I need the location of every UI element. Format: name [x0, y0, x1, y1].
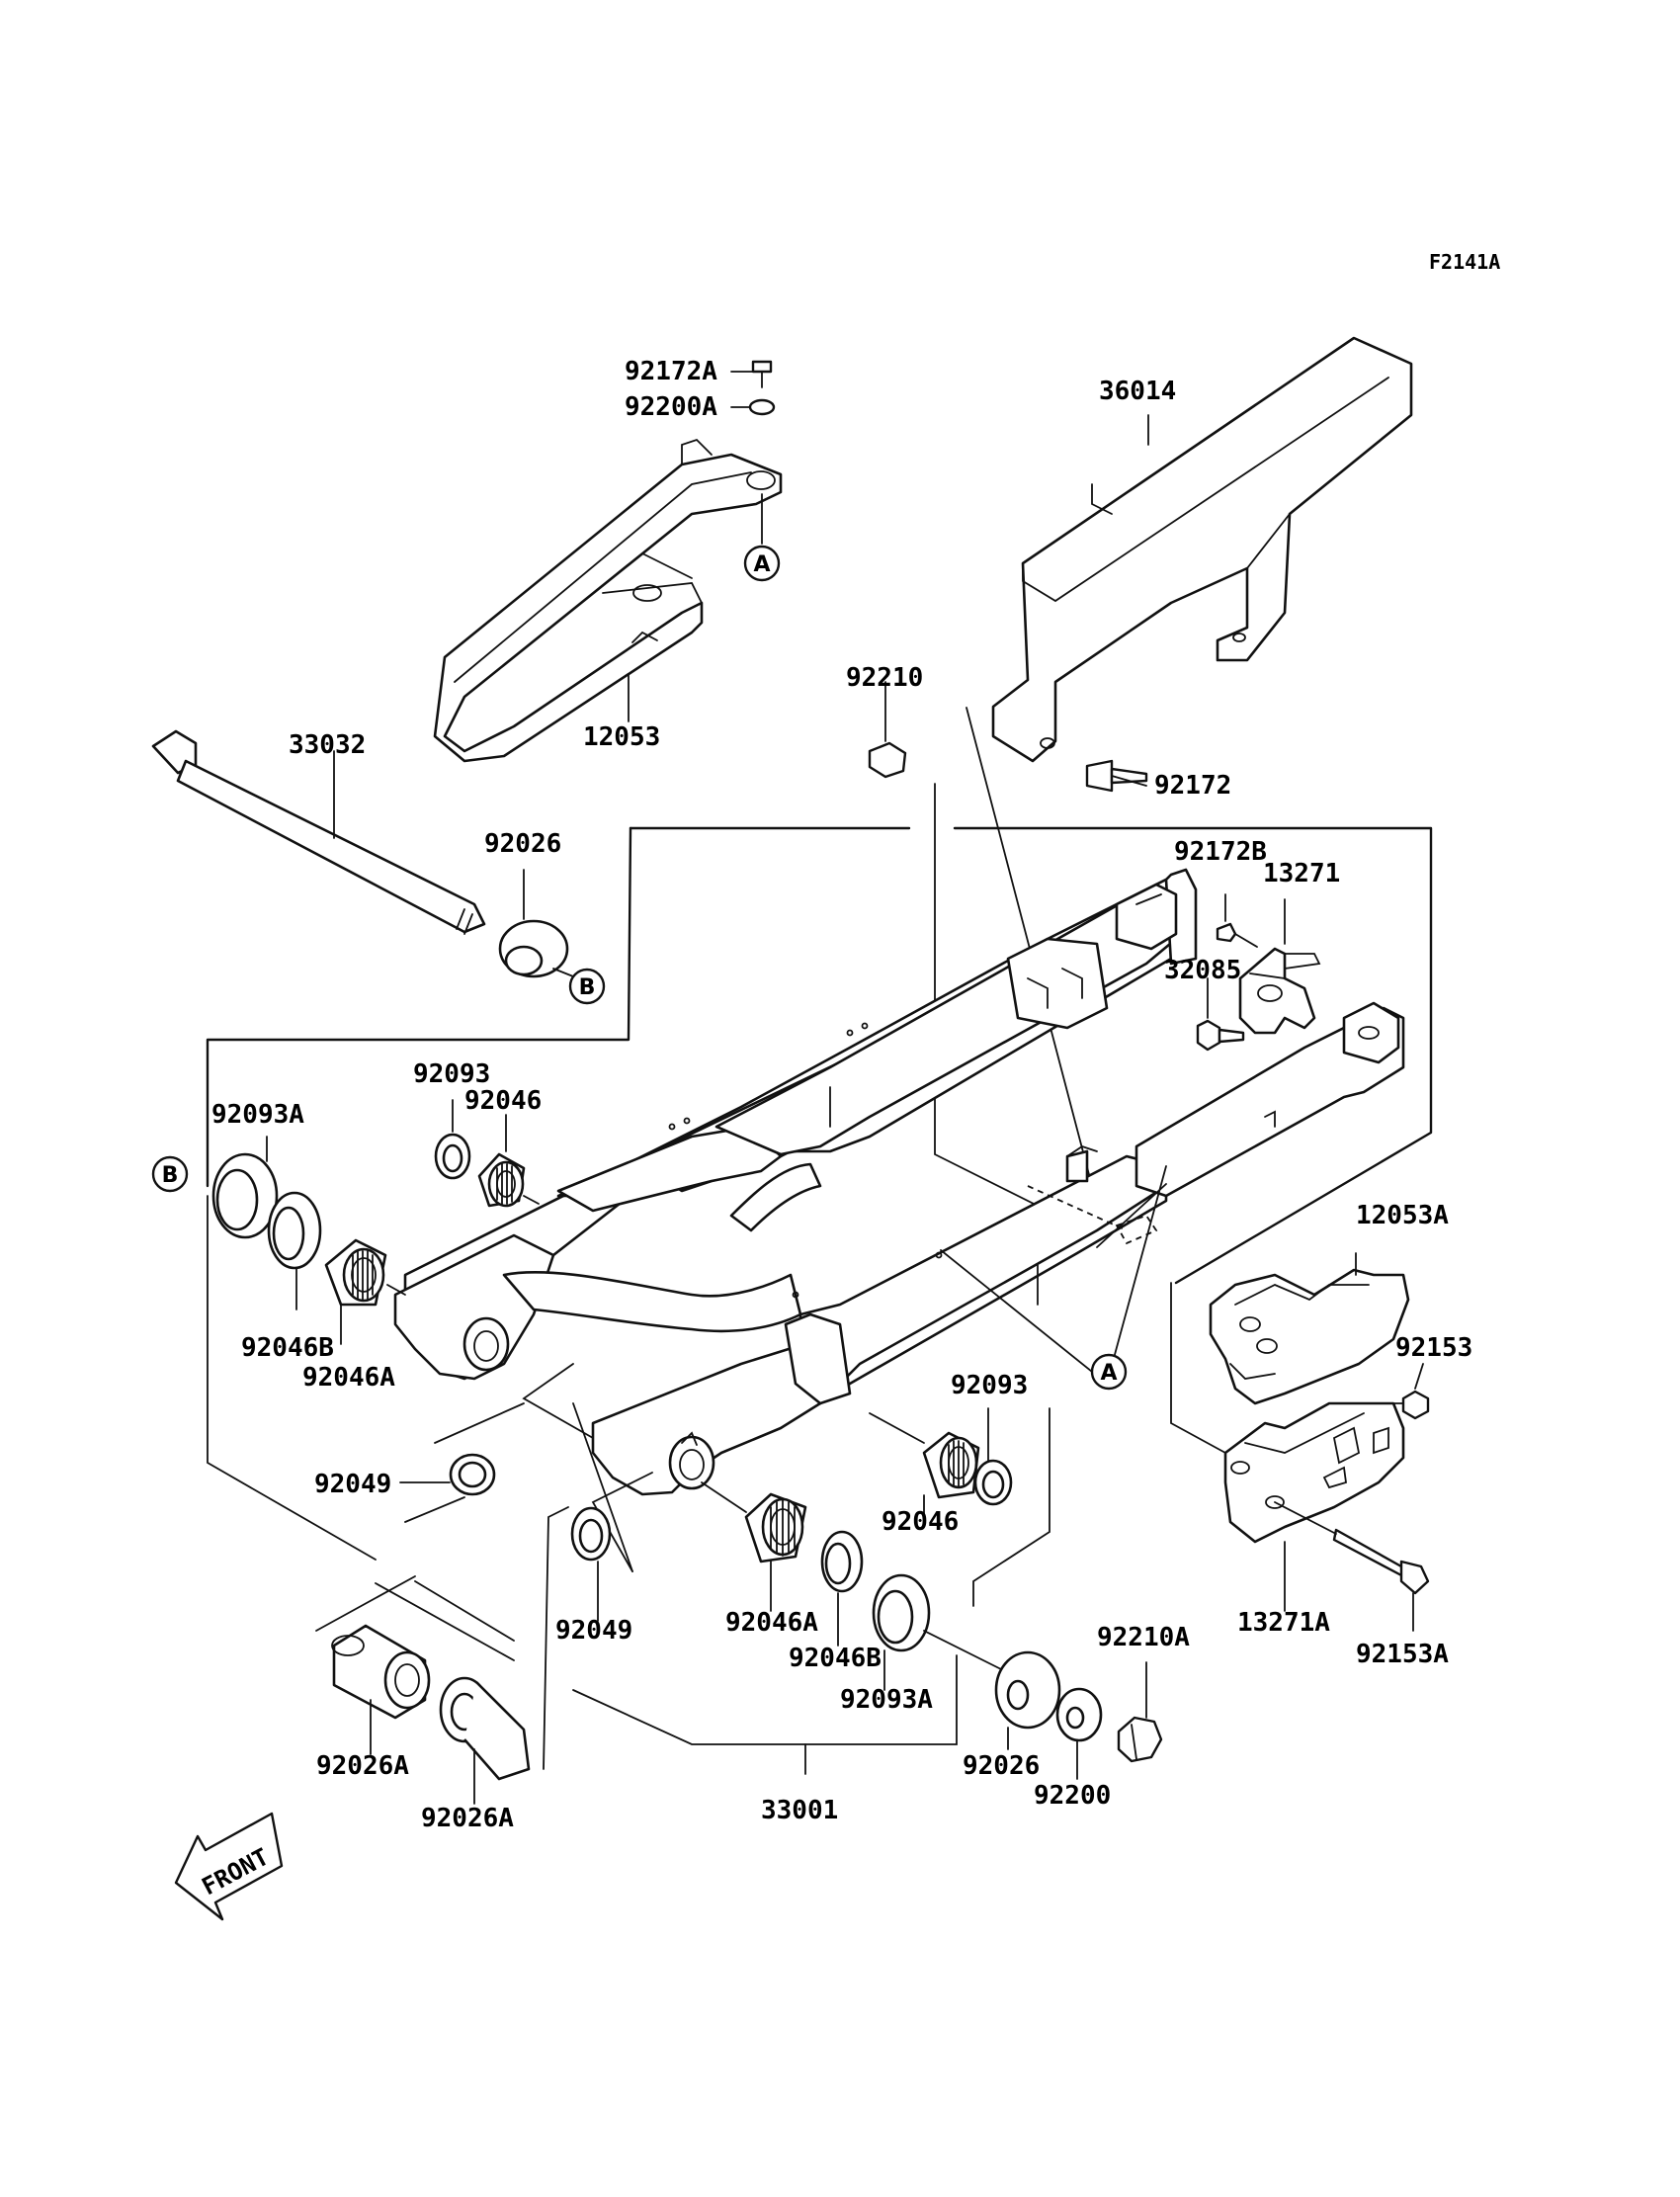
bolt-32085: [1196, 977, 1245, 1052]
label-12053A: 12053A: [1356, 1201, 1449, 1230]
svg-text:A: A: [753, 552, 770, 577]
label-33032: 33032: [289, 730, 366, 760]
ref-b-right: B: [568, 968, 606, 1005]
label-92026-top: 92026: [484, 829, 561, 859]
oil-seal-92093-right: [973, 1407, 1013, 1506]
guide-front-2: [572, 1402, 633, 1572]
label-13271: 13271: [1263, 859, 1340, 888]
label-36014: 36014: [1099, 377, 1176, 406]
washer-92200: [1055, 1687, 1103, 1780]
label-92093-top: 92093: [413, 1059, 490, 1089]
diagram-code: F2141A: [1429, 250, 1500, 274]
assembly-line-left: [206, 826, 632, 1188]
pivot-shaft-33032: [151, 729, 486, 935]
svg-text:B: B: [579, 975, 596, 1000]
label-92046A-left: 92046A: [302, 1363, 395, 1393]
bolt-92172A: [751, 360, 773, 388]
oil-seal-92093A-left: [211, 1136, 279, 1239]
label-92200A: 92200A: [625, 392, 717, 422]
swingarm-33001: [393, 868, 1405, 1496]
label-92046B-left: 92046B: [241, 1333, 334, 1363]
oil-seal-92093A-right: [872, 1573, 1004, 1691]
svg-text:B: B: [162, 1163, 179, 1188]
thrust-washer-92046B-left: [267, 1191, 322, 1310]
guide-ref-a: [940, 1249, 1108, 1385]
collar-92026-top: [498, 869, 579, 979]
chain-guide-12053A: [1209, 1268, 1410, 1405]
label-92210A: 92210A: [1097, 1623, 1190, 1652]
guide-92026A-right: [543, 1506, 569, 1770]
collar-92026A-right: [439, 1676, 531, 1805]
needle-bearing-92046-right: [869, 1412, 980, 1518]
assembly-line-right: [953, 826, 1433, 1285]
guide-92049-left: [434, 1402, 525, 1444]
nut-92210: [868, 681, 907, 779]
guide-92049-left-2: [404, 1496, 465, 1523]
collar-92026A-left: [331, 1624, 431, 1755]
label-92172B: 92172B: [1174, 837, 1267, 867]
label-92026A-right: 92026A: [421, 1804, 514, 1833]
label-92026A-left: 92026A: [316, 1751, 409, 1781]
label-92200: 92200: [1034, 1781, 1111, 1811]
washer-92200A: [748, 398, 776, 416]
guide-front-3: [591, 1472, 653, 1572]
label-92172: 92172: [1154, 771, 1231, 801]
guide-plate-13271A: [1223, 1401, 1405, 1544]
label-92093-right: 92093: [951, 1371, 1028, 1400]
label-92046B-right: 92046B: [789, 1644, 882, 1673]
label-92210: 92210: [846, 663, 923, 693]
label-92046A-right: 92046A: [725, 1608, 818, 1638]
label-92172A: 92172A: [625, 357, 717, 386]
label-92049-mid: 92049: [555, 1616, 632, 1646]
needle-bearing-92046-top: [477, 1114, 540, 1208]
guide-92026A-left: [315, 1575, 416, 1632]
thrust-washer-92046B-right: [820, 1530, 864, 1647]
chain-slider-12053: [433, 438, 783, 763]
label-92046-right: 92046: [882, 1507, 959, 1537]
label-92049-left: 92049: [314, 1470, 391, 1499]
bolt-92153: [1392, 1363, 1430, 1420]
guide-ref-a-2: [1106, 1165, 1167, 1385]
label-12053: 12053: [583, 722, 660, 752]
ref-a-right: A: [1090, 1353, 1128, 1391]
collar-92049-mid: [570, 1506, 612, 1622]
collar-92049-left: [399, 1453, 496, 1496]
bolt-92172B: [1216, 893, 1258, 948]
label-13271A: 13271A: [1237, 1608, 1330, 1638]
assembly-line-bottom-left: [207, 1195, 377, 1561]
label-92093A-left: 92093A: [211, 1100, 304, 1130]
label-92093A-right: 92093A: [840, 1685, 933, 1715]
collar-92026-bottom: [994, 1650, 1061, 1750]
nut-92210A: [1117, 1661, 1163, 1763]
guide-rear-lower: [1170, 1282, 1226, 1454]
guide-front-left: [522, 1363, 594, 1439]
oil-seal-92093-top: [434, 1099, 471, 1180]
front-arrow-icon: FRONT: [174, 1812, 284, 1921]
label-92026-bottom: 92026: [963, 1751, 1040, 1781]
label-32085: 32085: [1164, 956, 1241, 985]
label-92046-top: 92046: [464, 1086, 542, 1116]
needle-bearing-92046A-left: [324, 1238, 406, 1345]
bracket-13271: [1238, 947, 1321, 1035]
label-92153: 92153: [1395, 1333, 1472, 1363]
guide-lower-left: [375, 1582, 515, 1661]
bolt-92172: [1085, 759, 1148, 793]
svg-text:A: A: [1100, 1361, 1117, 1386]
bolt-92153A: [1274, 1501, 1430, 1632]
guide-rear: [1096, 1183, 1167, 1248]
assembly-line-bottom-left-2: [414, 1580, 515, 1642]
ref-b-left: B: [151, 1155, 189, 1193]
guide-right-pivot: [972, 1407, 1050, 1607]
guide-33001: [572, 1654, 958, 1745]
ref-a-top: A: [743, 545, 781, 582]
label-92153A: 92153A: [1356, 1640, 1449, 1669]
label-33001: 33001: [761, 1796, 838, 1825]
chain-cover-36014: [991, 336, 1413, 763]
needle-bearing-92046A-right: [701, 1481, 807, 1612]
